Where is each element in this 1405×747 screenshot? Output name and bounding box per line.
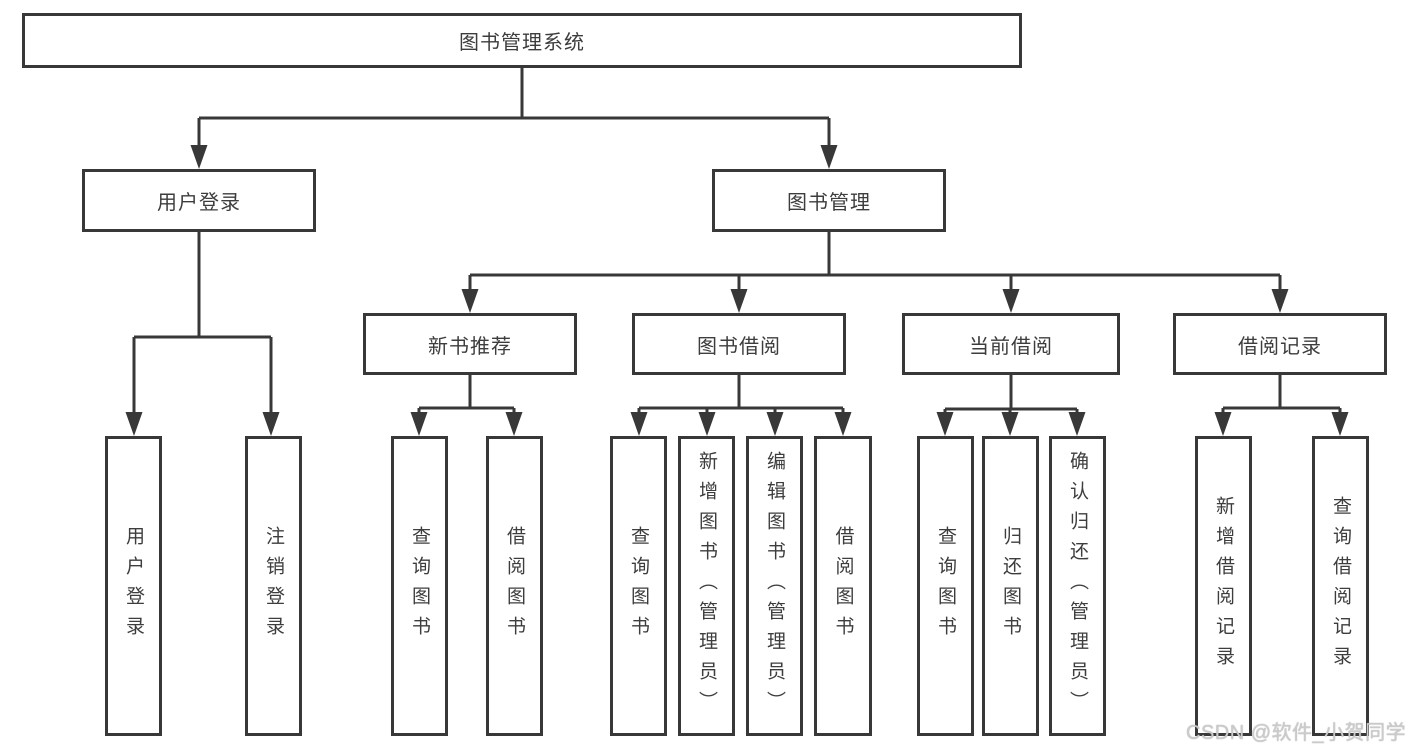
node-book-management: 图书管理 (712, 169, 946, 232)
leaf-edit-book-admin: 编辑图书（管理员） (746, 436, 803, 736)
leaf-add-borrow-record: 新增借阅记录 (1195, 436, 1252, 736)
leaf-add-book-admin: 新增图书（管理员） (678, 436, 735, 736)
node-borrowing-records: 借阅记录 (1173, 313, 1387, 375)
node-user-login: 用户登录 (82, 169, 316, 232)
leaf-query-borrow-record: 查询借阅记录 (1312, 436, 1369, 736)
node-new-book-recommend: 新书推荐 (363, 313, 577, 375)
leaf-confirm-return-admin: 确认归还（管理员） (1049, 436, 1106, 736)
leaf-query-books-borrowing: 查询图书 (610, 436, 667, 736)
node-book-borrowing: 图书借阅 (632, 313, 846, 375)
leaf-return-book: 归还图书 (982, 436, 1039, 736)
leaf-query-books-recommend: 查询图书 (391, 436, 448, 736)
leaf-borrow-books-recommend: 借阅图书 (486, 436, 543, 736)
csdn-watermark: CSDN @软件_小贺同学 (1186, 722, 1405, 744)
node-library-management-system: 图书管理系统 (22, 13, 1022, 68)
leaf-logout: 注销登录 (245, 436, 302, 736)
leaf-user-login: 用户登录 (105, 436, 162, 736)
node-current-borrowing: 当前借阅 (902, 313, 1120, 375)
leaf-query-books-current: 查询图书 (917, 436, 974, 736)
leaf-borrow-books: 借阅图书 (814, 436, 872, 736)
